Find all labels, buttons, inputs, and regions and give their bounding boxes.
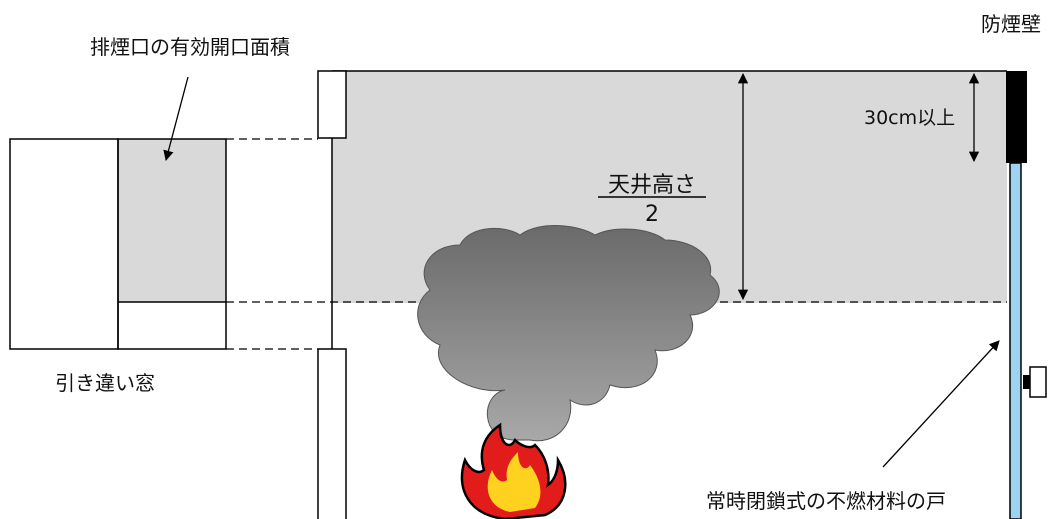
wall-bottom xyxy=(317,348,347,519)
sliding-window-left-pane xyxy=(9,138,119,350)
smoke-barrier-label: 防煙壁 xyxy=(981,12,1041,36)
divisor-label: 2 xyxy=(645,202,659,227)
door-handle-icon xyxy=(1023,366,1047,398)
ceiling-height-label: 天井高さ xyxy=(608,173,696,198)
wall-top xyxy=(317,70,347,139)
door-label: 常時閉鎖式の不燃材料の戸 xyxy=(706,489,946,513)
window-effective-area xyxy=(118,139,226,302)
opening-area-leader xyxy=(163,76,189,162)
effective-opening-area-label: 排煙口の有効開口面積 xyxy=(90,35,290,59)
door-leader xyxy=(882,340,1000,468)
sliding-window-label: 引き違い窓 xyxy=(55,371,155,395)
barrier-height-label: 30cm以上 xyxy=(864,107,955,129)
smoke-cloud-icon xyxy=(417,225,720,442)
smoke-barrier xyxy=(1006,71,1027,163)
fire-icon xyxy=(460,422,567,519)
door-glass xyxy=(1009,162,1022,519)
